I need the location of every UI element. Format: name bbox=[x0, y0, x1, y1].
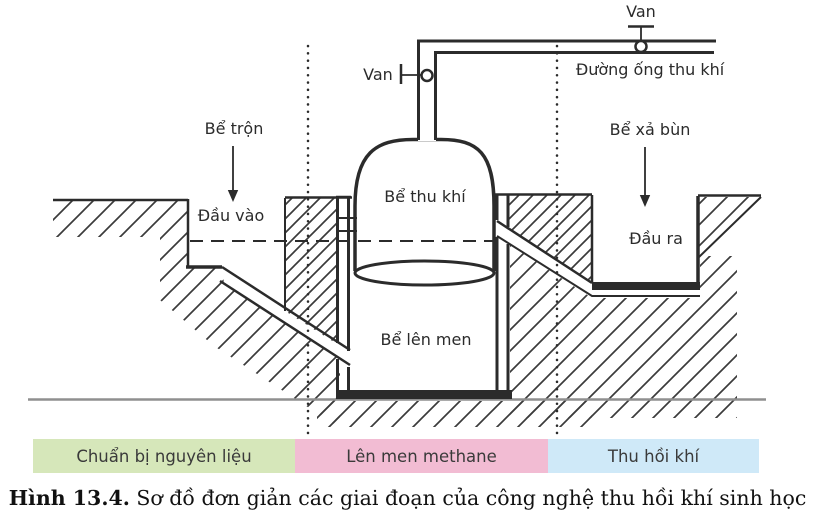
inlet-channel-lower bbox=[219, 279, 351, 367]
soil-bottom-right bbox=[510, 245, 737, 418]
gas-holder-dome bbox=[353, 40, 496, 287]
figure-caption: Hình 13.4. Sơ đồ đơn giản các giai đoạn … bbox=[0, 486, 815, 510]
outlet-pit-floor-slab bbox=[592, 282, 700, 290]
soil-block-left-of-tank bbox=[285, 198, 337, 344]
diagram-drawing bbox=[28, 25, 766, 437]
outlet-label: Đầu ra bbox=[629, 229, 683, 248]
valve-left-body bbox=[420, 68, 434, 83]
stage-band-preparation-label: Chuẩn bị nguyên liệu bbox=[76, 446, 252, 466]
sludge-tank-arrow bbox=[639, 147, 651, 207]
valve-top-body bbox=[634, 39, 648, 54]
stage-band-gas-recovery: Thu hồi khí bbox=[548, 439, 759, 473]
gas-holder-label: Bể thu khí bbox=[384, 187, 466, 206]
outlet-channel-lower bbox=[496, 235, 700, 297]
right-slope-edge bbox=[698, 196, 762, 258]
gas-piping bbox=[417, 39, 716, 140]
sludge-tank-arrowhead bbox=[639, 195, 651, 207]
inlet-label: Đầu vào bbox=[197, 206, 265, 225]
soil-block-right-of-tank bbox=[508, 195, 592, 283]
fermenter-tank bbox=[336, 195, 700, 399]
stage-bands: Chuẩn bị nguyên liệu Lên men methane Thu… bbox=[0, 439, 815, 473]
ground-outlines bbox=[28, 193, 766, 401]
valve-left bbox=[399, 64, 434, 84]
outlet-channel-upper bbox=[496, 219, 593, 285]
stage-band-preparation: Chuẩn bị nguyên liệu bbox=[33, 439, 295, 473]
fermenter-label: Bể lên men bbox=[380, 330, 472, 349]
valve-top bbox=[628, 25, 654, 54]
stage-band-fermentation-label: Lên men methane bbox=[346, 446, 497, 466]
figure-caption-number: Hình 13.4. bbox=[8, 486, 130, 510]
dome-bottom-rim bbox=[353, 259, 496, 287]
tank-bottom-slab bbox=[336, 390, 512, 399]
valve-left-label: Van bbox=[363, 65, 393, 84]
valve-top-label: Van bbox=[626, 2, 656, 21]
riser-pipe-interior bbox=[418, 40, 436, 141]
mixing-tank-arrowhead bbox=[227, 190, 239, 202]
figure-caption-text: Sơ đồ đơn giản các giai đoạn của công ng… bbox=[129, 486, 807, 510]
mixing-tank-arrow bbox=[227, 146, 239, 202]
soil-left-band bbox=[53, 201, 340, 428]
stage-band-gas-recovery-label: Thu hồi khí bbox=[607, 446, 700, 466]
soil-below-tank bbox=[317, 401, 592, 427]
mixing-tank-label: Bể trộn bbox=[204, 119, 264, 138]
stage-band-fermentation: Lên men methane bbox=[295, 439, 548, 473]
gas-pipe-label: Đường ống thu khí bbox=[575, 60, 725, 79]
sludge-tank-label: Bể xả bùn bbox=[609, 120, 691, 139]
